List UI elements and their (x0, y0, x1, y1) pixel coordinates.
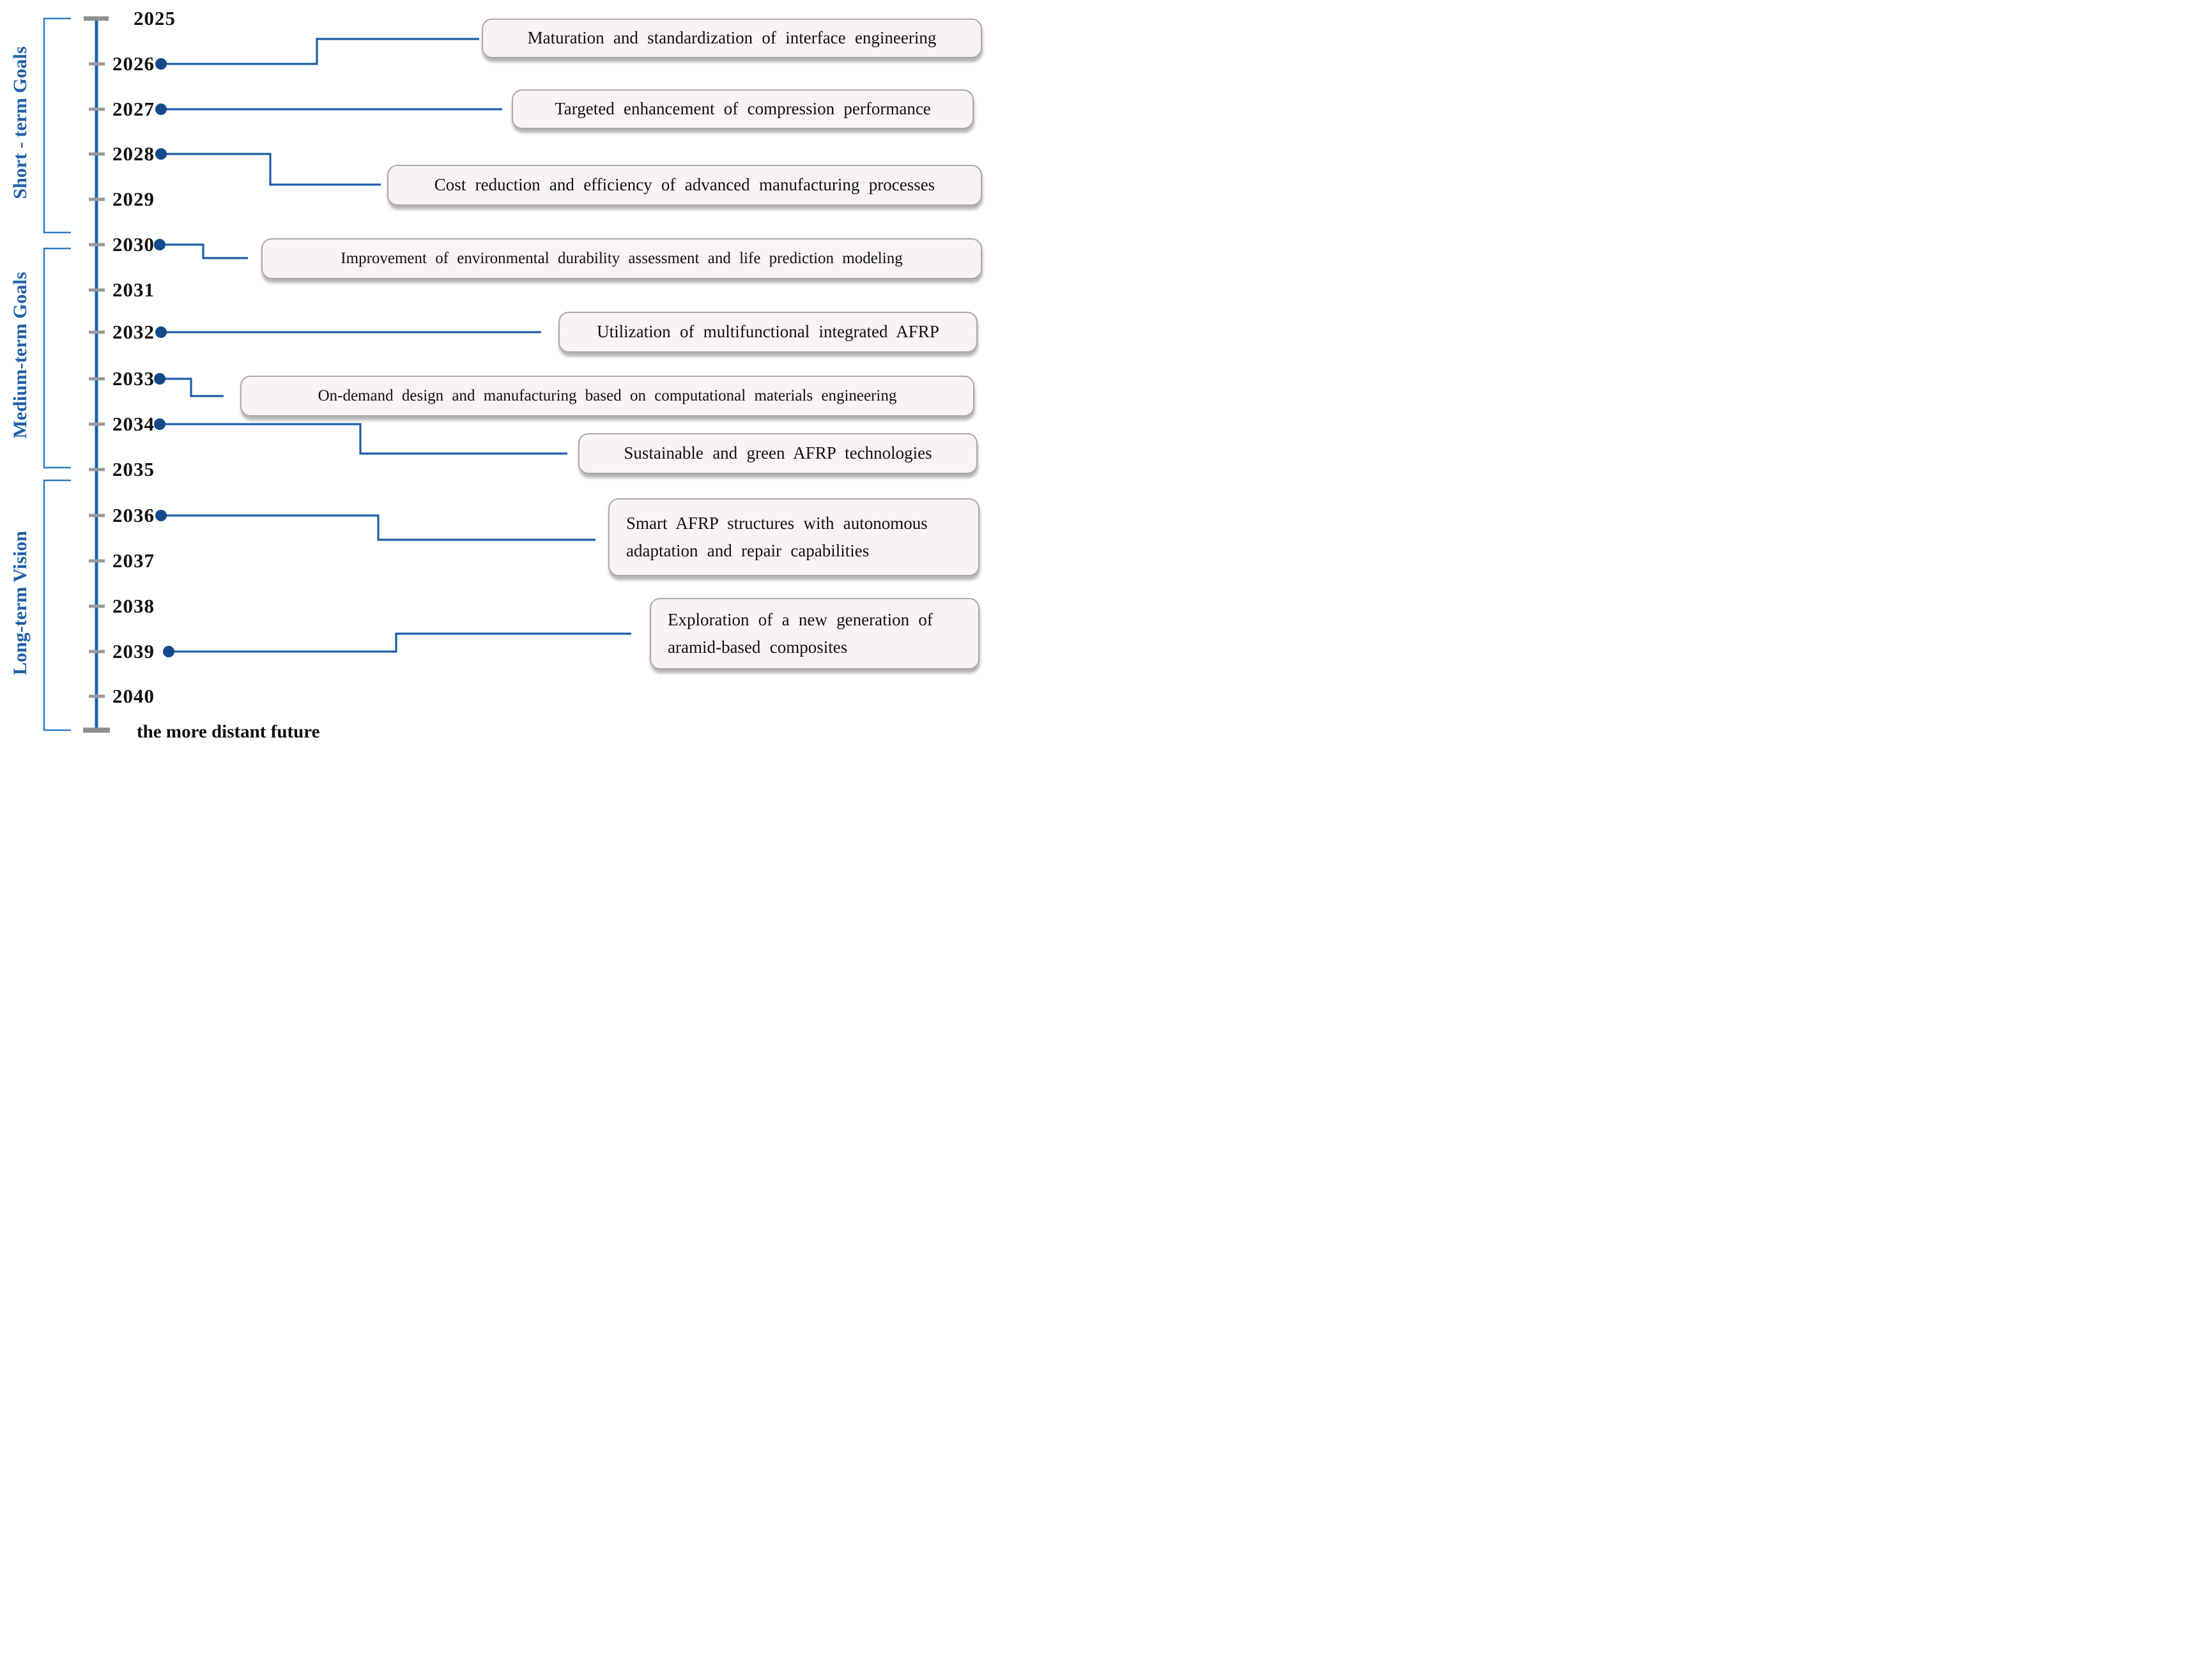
year-label-2025: 2025 (134, 7, 176, 29)
connector-2030 (160, 243, 248, 259)
group-label-medium-term: Medium-term Goals (10, 271, 31, 439)
callout-2036: Smart AFRP structures with autonomous ad… (608, 498, 979, 576)
callout-2034: Sustainable and green AFRP technologies (578, 433, 978, 474)
year-label-2038: 2038 (112, 595, 155, 617)
long-term-bracket (43, 479, 71, 731)
year-label-2039: 2039 (112, 640, 155, 662)
group-label-short-term: Short - term Goals (10, 46, 31, 199)
milestone-dot-2036 (155, 510, 167, 521)
year-label-2027: 2027 (112, 98, 155, 120)
roadmap-timeline-diagram: Short - term Goals Medium-term Goals Lon… (0, 0, 988, 747)
callout-2039: Exploration of a new generation of arami… (650, 598, 979, 669)
year-label-2036: 2036 (112, 504, 155, 526)
connector-2028 (161, 153, 381, 186)
callout-2027: Targeted enhancement of compression perf… (512, 89, 974, 129)
year-label-2040: 2040 (112, 685, 155, 707)
year-label-2028: 2028 (112, 142, 155, 165)
year-label-2026: 2026 (112, 52, 155, 75)
milestone-dot-2030 (154, 239, 165, 250)
diagram-geometry (43, 16, 631, 733)
connector-2039 (169, 632, 631, 653)
milestone-dot-2027 (155, 103, 167, 115)
milestone-dot-2039 (163, 646, 174, 657)
milestone-dot-2033 (154, 373, 165, 385)
year-label-2037: 2037 (112, 549, 155, 572)
medium-term-bracket (43, 247, 71, 469)
milestone-dot-2032 (155, 326, 167, 338)
milestone-dot-2034 (154, 418, 165, 430)
timeline-end-label: the more distant future (137, 721, 320, 742)
year-label-2035: 2035 (112, 458, 155, 480)
connector-2036 (161, 514, 595, 541)
year-label-2031: 2031 (112, 279, 155, 301)
connector-2026 (161, 38, 479, 65)
year-label-2034: 2034 (112, 413, 155, 435)
year-label-2033: 2033 (112, 367, 155, 390)
year-label-2030: 2030 (112, 233, 155, 256)
milestone-dot-2028 (155, 148, 167, 160)
callout-2028: Cost reduction and efficiency of advance… (387, 165, 982, 206)
connector-2033 (160, 378, 224, 397)
callout-2032: Utilization of multifunctional integrate… (558, 312, 978, 353)
callout-2030: Improvement of environmental durability … (261, 238, 982, 279)
group-label-long-term: Long-term Vision (10, 531, 31, 675)
connector-2034 (160, 423, 567, 455)
year-label-2032: 2032 (112, 321, 155, 343)
short-term-bracket (43, 17, 71, 234)
milestone-dot-2026 (155, 58, 167, 70)
callout-2026: Maturation and standardization of interf… (482, 19, 982, 58)
year-label-2029: 2029 (112, 188, 155, 210)
callout-2033: On-demand design and manufacturing based… (240, 376, 974, 416)
